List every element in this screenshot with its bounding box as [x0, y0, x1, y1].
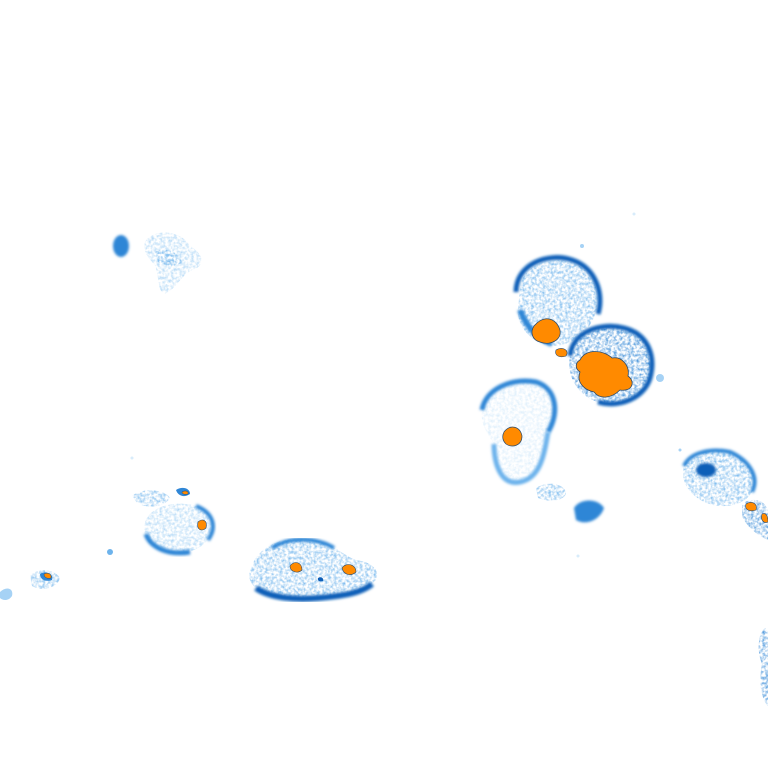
precip-cell-lower-middle: [249, 537, 378, 602]
precip-specks: [130, 212, 682, 558]
precip-cell-middle-right: [479, 378, 604, 523]
precip-cell-upper-right-a: [513, 255, 603, 347]
precip-cell-right-edge: [682, 448, 768, 706]
precip-cell-upper-right-b: [555, 323, 664, 407]
precip-cell-upper-left: [113, 232, 202, 294]
precip-cell-lower-left: [0, 487, 215, 600]
